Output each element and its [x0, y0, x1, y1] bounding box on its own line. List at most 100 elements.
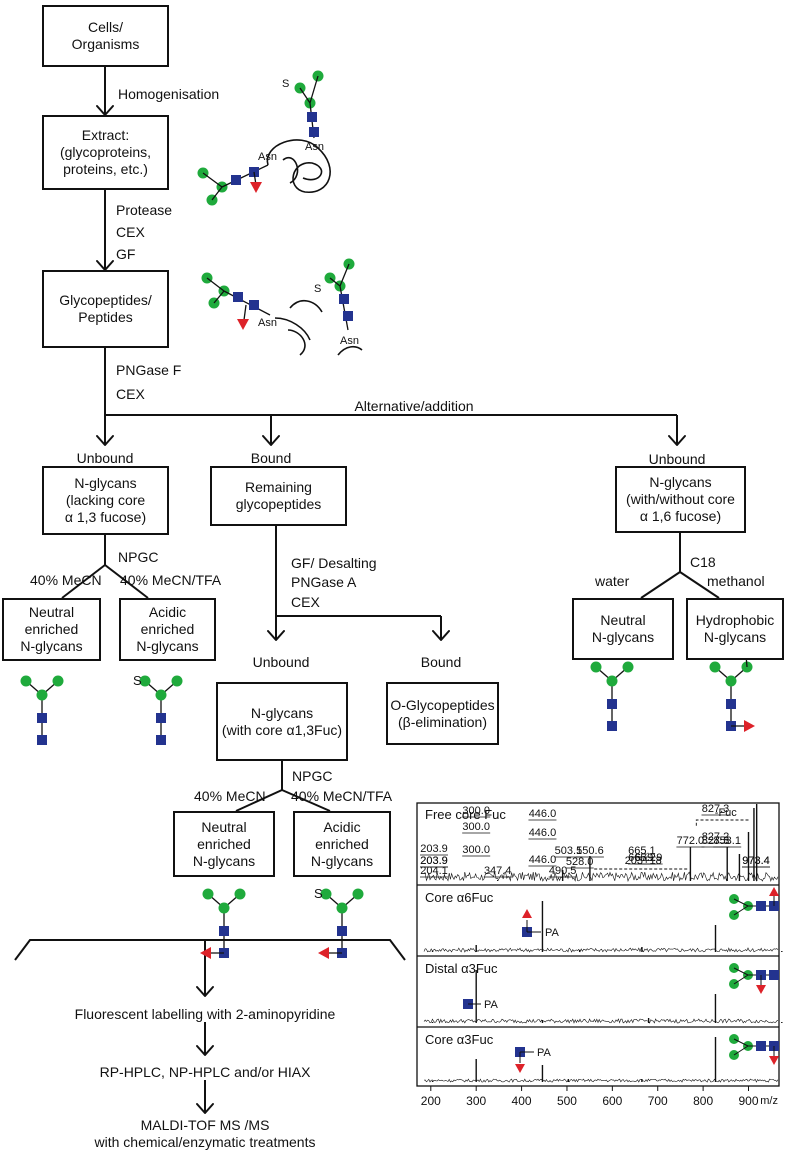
- glycan-linkage: [339, 263, 350, 287]
- glycan-linkage: [202, 172, 223, 188]
- pa-label: PA: [537, 1047, 552, 1059]
- sialic-s-label: S: [314, 886, 323, 901]
- x-axis-unit-label: m/z: [760, 1095, 778, 1107]
- glycan-linkage: [243, 304, 247, 321]
- peptide-strand: [274, 300, 323, 356]
- peak-mz-label: 973.4: [742, 855, 770, 867]
- peak-mz-label: 772.0: [677, 835, 705, 847]
- unbound-label-low: Unbound: [252, 654, 310, 670]
- mecn-tfa-label-2: 40% MeCN/TFA: [291, 788, 393, 804]
- mannose-circle: [155, 689, 167, 701]
- spectrum-trace: [423, 1078, 779, 1083]
- unbound-label-right: Unbound: [648, 451, 706, 467]
- extract-box: Extract: (glycoproteins, proteins, etc.): [42, 115, 169, 190]
- glycan-linkage: [733, 898, 749, 907]
- fucose-triangle: [237, 319, 249, 330]
- hydrophobic-nglycans-box: Hydrophobic N-glycans: [686, 598, 784, 660]
- peak-mz-label: 827.3: [702, 803, 730, 815]
- gf-label: GF: [116, 246, 136, 262]
- fucose-triangle: [756, 985, 766, 994]
- glycan-linkage: [733, 974, 749, 985]
- glcnac-square: [726, 699, 736, 709]
- x-axis-tick-label: 700: [648, 1094, 668, 1108]
- pa-label: PA: [545, 927, 560, 939]
- peak-mz-label: 300.0: [462, 821, 490, 833]
- x-axis-tick-label: 300: [466, 1094, 486, 1108]
- fucose-triangle: [250, 182, 262, 193]
- asn-label: Asn: [258, 317, 277, 329]
- mannose-circle: [352, 888, 364, 900]
- glcnac-square: [37, 713, 47, 723]
- nglycans-with-core-a13fuc-box: N-glycans (with core α1,3Fuc): [216, 682, 348, 761]
- glycan-linkage: [213, 290, 225, 304]
- mannose-circle: [202, 888, 214, 900]
- nglycans-lacking-core-fucose-box: N-glycans (lacking core α 1,3 fucose): [42, 466, 169, 535]
- remaining-glycopeptides-box: Remaining glycopeptides: [210, 466, 347, 526]
- mannose-circle: [590, 661, 602, 673]
- loss-fuc-label: -Fuc: [715, 807, 738, 819]
- spectrum-title: Distal α3Fuc: [425, 961, 498, 976]
- glycan-linkage: [733, 1038, 749, 1047]
- mannose-circle: [320, 888, 332, 900]
- spectrum-trace: [423, 1018, 779, 1024]
- fucose-triangle: [200, 947, 211, 959]
- glcnac-square: [339, 294, 349, 304]
- water-label: water: [595, 573, 630, 589]
- mannose-circle: [218, 902, 230, 914]
- glcnac-square: [756, 901, 766, 911]
- x-axis-tick-label: 400: [512, 1094, 532, 1108]
- mannose-circle: [36, 689, 48, 701]
- glcnac-square: [607, 721, 617, 731]
- o-glycopeptides-box: O-Glycopeptides (β-elimination): [386, 682, 499, 745]
- npgc-label-1: NPGC: [118, 549, 159, 565]
- peak-mz-label: 853.1: [713, 835, 741, 847]
- acidic-enriched-nglycans-box-2: Acidic enriched N-glycans: [293, 811, 391, 877]
- glycan-linkage: [329, 277, 341, 287]
- peak-mz-label: 446.0: [529, 827, 557, 839]
- x-axis-tick-label: 500: [557, 1094, 577, 1108]
- glycan-linkage: [223, 290, 271, 316]
- protease-label: Protease: [116, 202, 173, 218]
- glcnac-square: [37, 735, 47, 745]
- peak-mz-label: 679.9: [635, 852, 663, 864]
- glycan-linkage: [299, 87, 311, 104]
- homogenisation-label: Homogenisation: [118, 86, 220, 102]
- sialic-s-label: S: [133, 673, 142, 688]
- c18-label: C18: [690, 554, 716, 570]
- glcnac-square: [307, 112, 317, 122]
- x-axis-tick-label: 900: [738, 1094, 758, 1108]
- cex-label-2: CEX: [116, 386, 145, 402]
- fucose-triangle: [744, 720, 755, 732]
- peak-mz-label: 204.1: [420, 865, 448, 877]
- fucose-triangle: [769, 1056, 779, 1065]
- glycopeptides-box: Glycopeptides/ Peptides: [42, 270, 169, 348]
- pngase-f-label: PNGase F: [116, 362, 182, 378]
- peak-mz-label: 528.0: [566, 856, 594, 868]
- cex-label-3: CEX: [291, 594, 320, 610]
- peak-mz-label: 300.0: [462, 805, 490, 817]
- peak-mz-label: 665.1: [628, 845, 656, 857]
- mannose-circle: [606, 675, 618, 687]
- glcnac-square: [233, 292, 243, 302]
- glcnac-square: [343, 311, 353, 321]
- protein-coil: [266, 139, 331, 193]
- fucose-triangle: [318, 947, 329, 959]
- glcnac-square: [607, 699, 617, 709]
- mecn-label-1: 40% MeCN: [30, 572, 102, 588]
- mannose-circle: [336, 902, 348, 914]
- peptide-strand: [337, 345, 363, 356]
- peak-mz-label: 827.3: [702, 835, 730, 847]
- peak-mz-label: 203.9: [420, 843, 448, 855]
- x-axis-tick-label: 600: [602, 1094, 622, 1108]
- sialic-s-label: S: [314, 283, 321, 295]
- peak-mz-label: 665.2: [628, 852, 656, 864]
- fucose-triangle: [515, 1064, 525, 1073]
- glcnac-square: [337, 926, 347, 936]
- spectrum-trace: [423, 947, 779, 953]
- mannose-circle: [52, 675, 64, 687]
- neutral-nglycans-box: Neutral N-glycans: [572, 598, 674, 660]
- mannose-circle: [622, 661, 634, 673]
